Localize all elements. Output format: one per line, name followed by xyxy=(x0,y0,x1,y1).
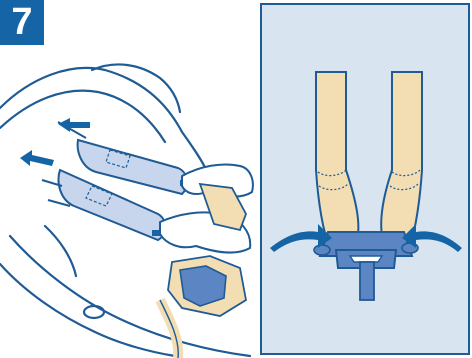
detail-panel xyxy=(261,4,469,354)
crotch-buckle-left xyxy=(160,184,246,358)
step-number-badge: 7 xyxy=(0,0,44,45)
